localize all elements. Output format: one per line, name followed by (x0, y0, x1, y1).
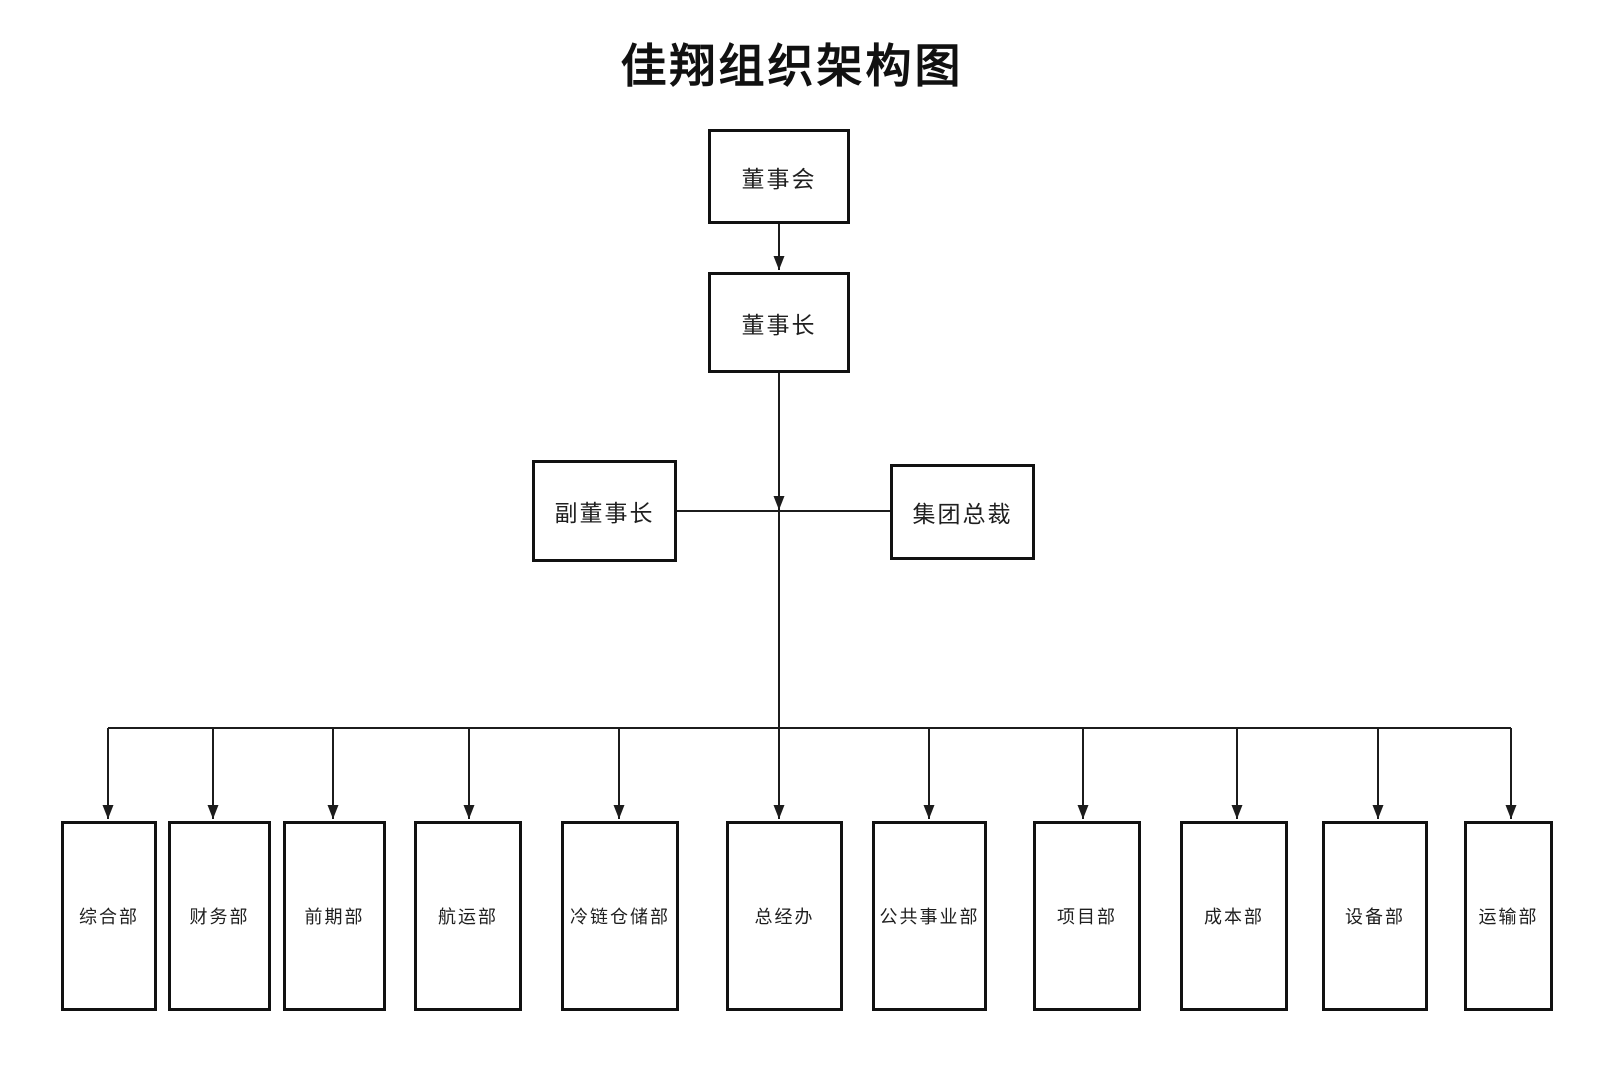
org-node-department: 财务部 (168, 821, 271, 1011)
org-node-label: 成本部 (1204, 907, 1264, 927)
org-node-label: 董事长 (741, 312, 817, 338)
org-node-department: 运输部 (1464, 821, 1553, 1011)
org-node-department: 总经办 (726, 821, 843, 1011)
org-node-label: 副董事长 (554, 501, 655, 526)
org-node-label: 运输部 (1478, 907, 1539, 927)
org-node-label: 前期部 (304, 907, 365, 927)
org-node-department: 冷链仓储部 (561, 821, 679, 1011)
org-node-department: 项目部 (1033, 821, 1141, 1011)
org-node-department: 设备部 (1322, 821, 1428, 1011)
org-node-label: 综合部 (79, 907, 139, 927)
org-node-department: 综合部 (61, 821, 157, 1011)
page-title: 佳翔组织架构图 (620, 41, 964, 92)
org-node-vice-chairman: 副董事长 (532, 460, 677, 562)
org-node-department: 前期部 (283, 821, 386, 1011)
org-node-label: 冷链仓储部 (570, 907, 670, 927)
org-node-label: 公共事业部 (879, 907, 980, 927)
org-node-board: 董事会 (708, 129, 850, 224)
org-node-label: 设备部 (1345, 907, 1405, 927)
org-node-department: 航运部 (414, 821, 522, 1011)
org-node-label: 项目部 (1057, 907, 1117, 927)
org-node-label: 董事会 (741, 166, 817, 192)
org-node-label: 财务部 (189, 907, 250, 927)
org-node-label: 航运部 (438, 907, 498, 927)
org-node-department: 公共事业部 (872, 821, 987, 1011)
org-node-group-president: 集团总裁 (890, 464, 1035, 560)
org-node-label: 集团总裁 (912, 502, 1013, 527)
org-node-label: 总经办 (754, 907, 815, 927)
org-node-chairman: 董事长 (708, 272, 850, 373)
org-node-department: 成本部 (1180, 821, 1288, 1011)
